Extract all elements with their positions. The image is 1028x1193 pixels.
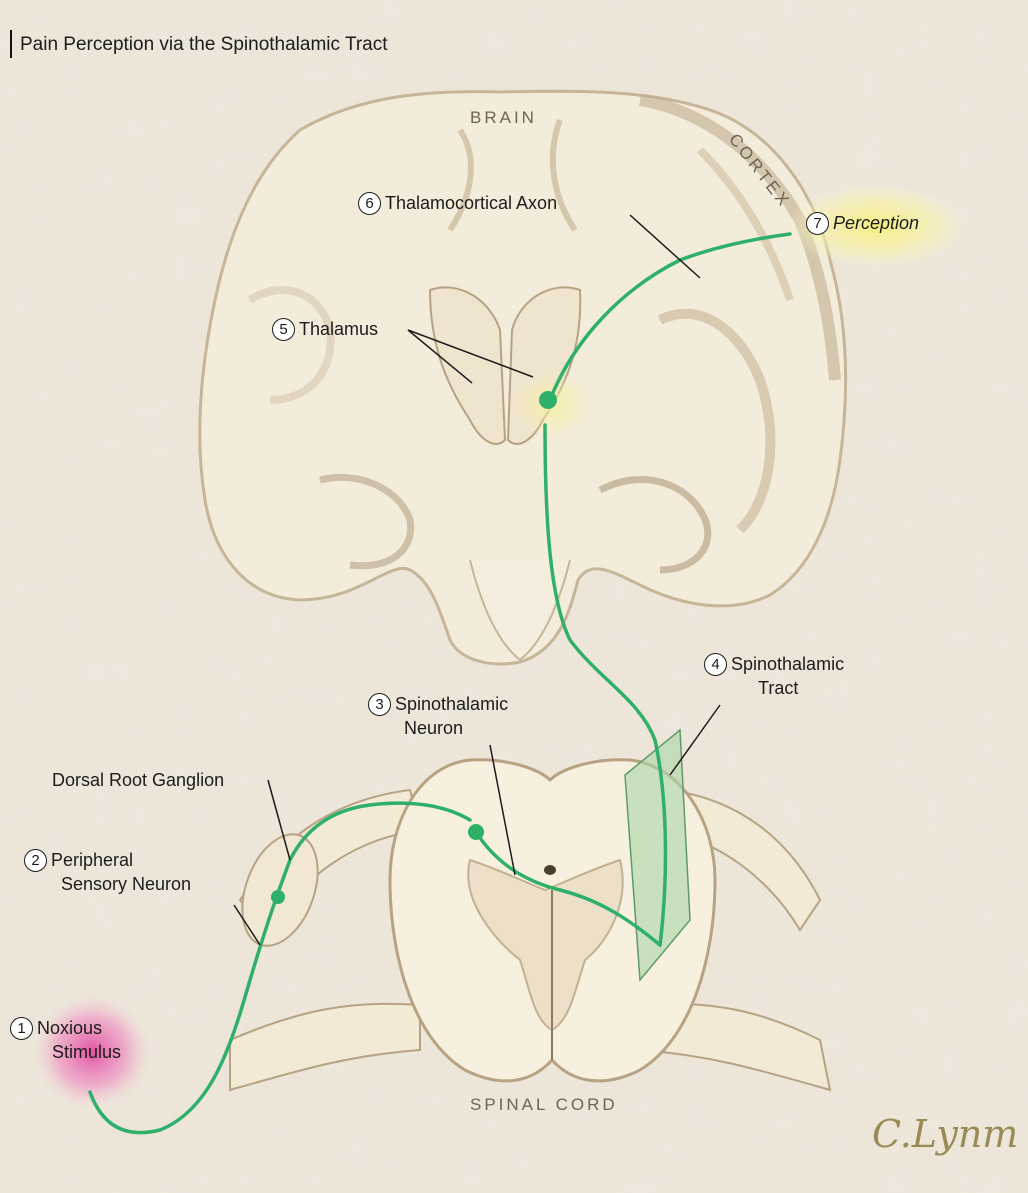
step-6-number: 6: [358, 192, 381, 215]
step-3-number: 3: [368, 693, 391, 716]
step-5-text: Thalamus: [299, 319, 378, 339]
step-2-number: 2: [24, 849, 47, 872]
step-1-line2: Stimulus: [52, 1042, 121, 1062]
step-5-number: 5: [272, 318, 295, 341]
step-3-line1: Spinothalamic: [395, 694, 508, 714]
step-7-text: Perception: [833, 213, 919, 233]
figure-title: Pain Perception via the Spinothalamic Tr…: [20, 34, 388, 56]
step-4-line1: Spinothalamic: [731, 654, 844, 674]
step-2-line1: Peripheral: [51, 850, 133, 870]
step-1-number: 1: [10, 1017, 33, 1040]
peripheral-neuron-soma: [271, 890, 285, 904]
step-6-text: Thalamocortical Axon: [385, 193, 557, 213]
step-1-line1: Noxious: [37, 1018, 102, 1038]
step-7-number: 7: [806, 212, 829, 235]
dorsal-root-ganglion-label: Dorsal Root Ganglion: [52, 770, 224, 791]
step-3-line2: Neuron: [404, 718, 463, 738]
step-4-line2: Tract: [758, 678, 798, 698]
dorsal-root-ganglion-text: Dorsal Root Ganglion: [52, 770, 224, 790]
spinothalamic-neuron-soma: [468, 824, 484, 840]
thalamic-neuron-soma: [539, 391, 557, 409]
brain-label: BRAIN: [470, 108, 537, 128]
brain-section: [200, 91, 846, 664]
artist-signature: C.Lynm: [872, 1112, 1018, 1156]
spinal-cord-label: SPINAL CORD: [470, 1095, 618, 1115]
step-2-line2: Sensory Neuron: [61, 874, 191, 894]
title-accent-bar: [10, 30, 12, 58]
step-4-number: 4: [704, 653, 727, 676]
